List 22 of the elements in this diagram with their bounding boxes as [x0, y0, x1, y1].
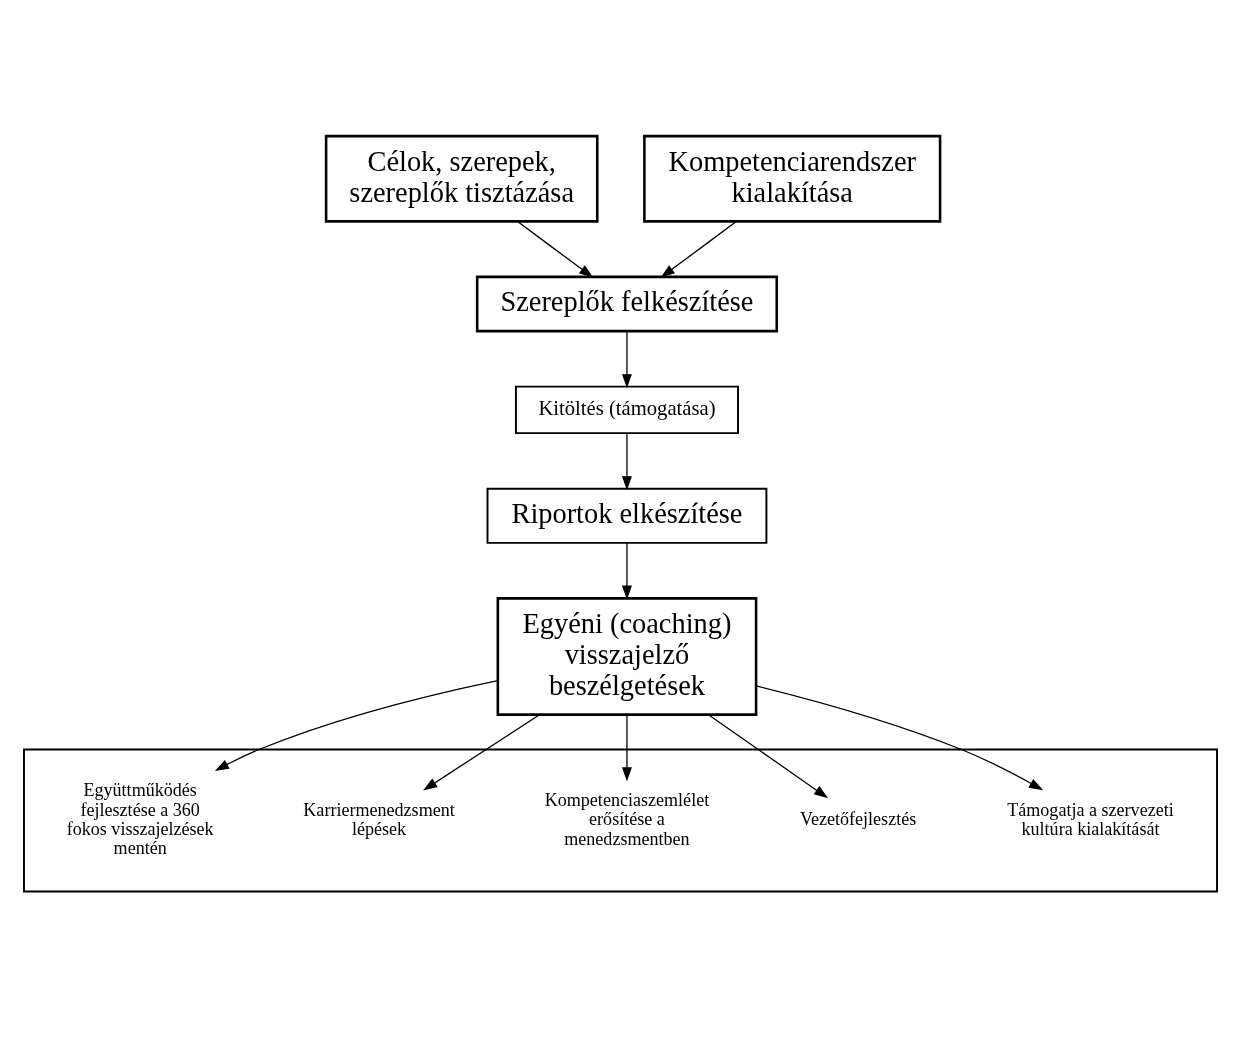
arrow [423, 713, 541, 791]
node-box: Kitöltés (támogatása) [514, 385, 739, 434]
node-box: Egyéni (coaching) visszajelző beszélgetések [496, 596, 758, 716]
node-box: Kompetenciarendszer kialakítása [643, 134, 942, 223]
node-box: Szereplők felkészítése [475, 275, 778, 332]
arrow [622, 432, 632, 490]
arrow [660, 220, 737, 278]
node-box: Célok, szerepek, szereplők tisztázása [324, 134, 599, 223]
node-text: Kompetenciaszemlélet erősítése a menedzsmentben [544, 789, 710, 849]
arrow [707, 713, 829, 798]
arrow [214, 679, 499, 771]
node-text: Támogatja a szervezeti kultúra kialakítását [1007, 799, 1174, 839]
arrow [622, 330, 632, 388]
cluster [23, 748, 1218, 892]
arrow [622, 541, 632, 600]
node-text: Vezetőfejlesztés [799, 808, 917, 829]
node-text: Karriermenedzsment lépések [303, 799, 455, 839]
arrow [622, 713, 632, 781]
node-text: Együttműködés fejlesztése a 360 fokos visszajelzések mentén [66, 779, 214, 858]
arrow [755, 684, 1044, 790]
arrow [517, 220, 594, 278]
node-box: Riportok elkészítése [486, 487, 768, 544]
